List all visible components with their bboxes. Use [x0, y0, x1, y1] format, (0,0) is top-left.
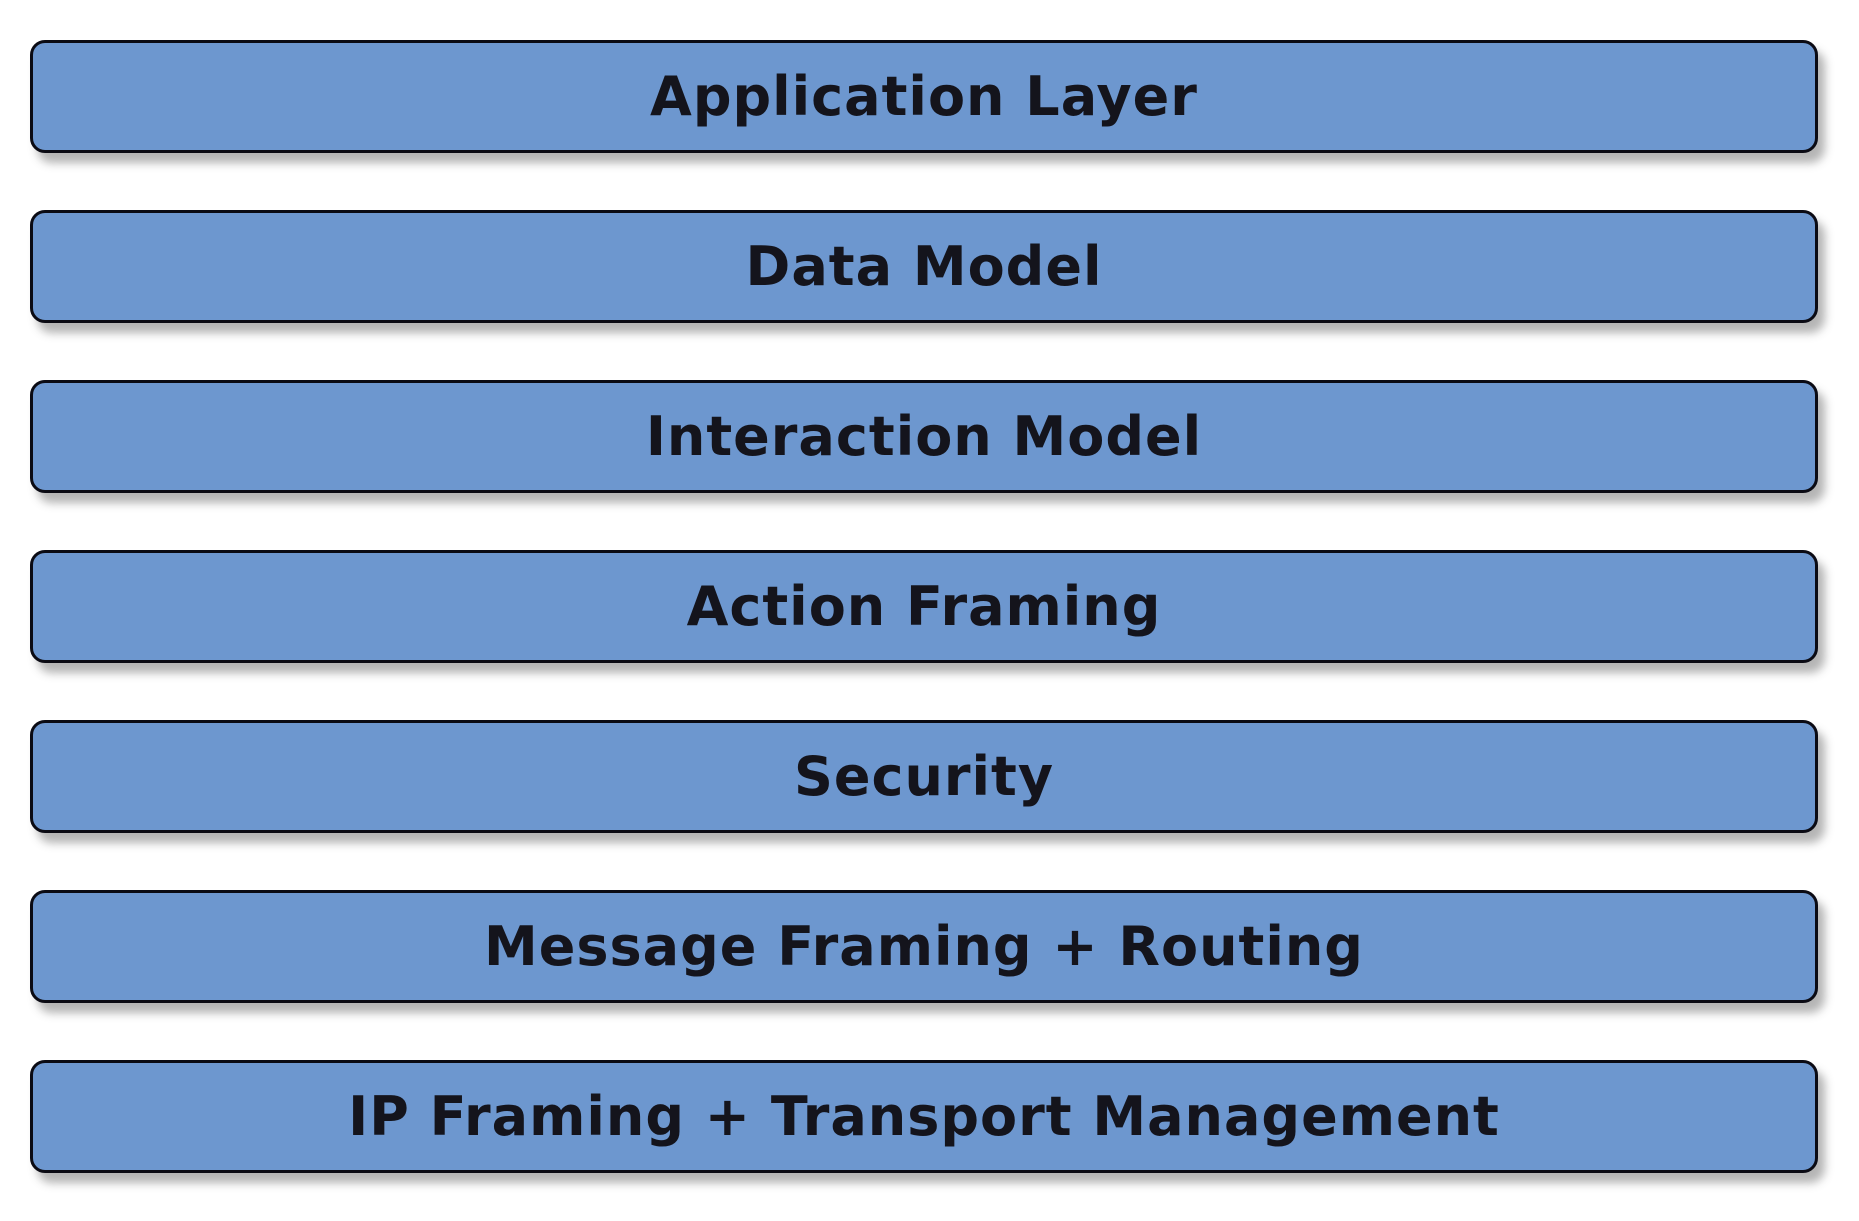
diagram-layer-label: Data Model — [745, 235, 1103, 298]
diagram-layer-box: Interaction Model — [30, 380, 1818, 493]
diagram-layer-box: Action Framing — [30, 550, 1818, 663]
diagram-layer-box: Application Layer — [30, 40, 1818, 153]
diagram-layer-label: Action Framing — [686, 575, 1162, 638]
diagram-layer-box: Security — [30, 720, 1818, 833]
diagram-layer-label: Interaction Model — [645, 405, 1203, 468]
diagram-layer-box: Message Framing + Routing — [30, 890, 1818, 1003]
diagram-layer-label: Message Framing + Routing — [484, 915, 1364, 978]
layer-stack: Application Layer Data Model Interaction… — [30, 40, 1818, 1173]
diagram-layer-label: Security — [793, 745, 1055, 808]
diagram-layer-box: IP Framing + Transport Management — [30, 1060, 1818, 1173]
diagram-layer-label: Application Layer — [650, 65, 1198, 128]
diagram-layer-box: Data Model — [30, 210, 1818, 323]
diagram-layer-label: IP Framing + Transport Management — [348, 1085, 1500, 1148]
